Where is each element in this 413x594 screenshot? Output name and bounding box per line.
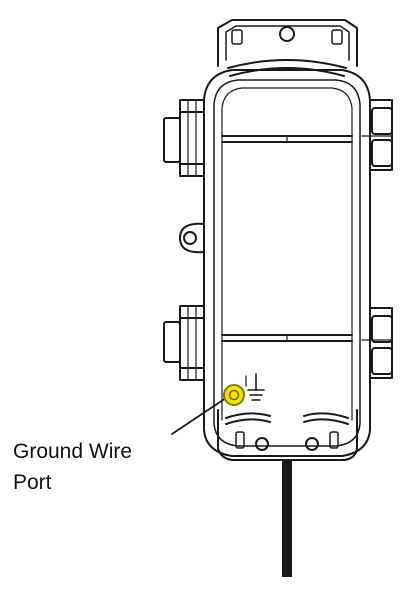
bottom-mounting-tab	[217, 409, 358, 461]
ground-wire-port-label: Ground Wire Port	[13, 436, 132, 498]
left-lower-latch	[163, 305, 205, 381]
left-hanging-loop	[179, 222, 205, 254]
callout-line-2: Port	[13, 471, 52, 494]
callout-leader-line	[171, 397, 227, 435]
ground-wire-port-icon	[223, 384, 245, 406]
left-upper-latch	[163, 99, 205, 177]
right-lower-hinge	[361, 307, 393, 379]
callout-line-1: Ground Wire	[13, 440, 133, 463]
cable	[282, 460, 292, 577]
top-mounting-tab	[217, 19, 358, 77]
right-upper-hinge	[361, 99, 393, 171]
earth-ground-icon	[245, 373, 265, 401]
